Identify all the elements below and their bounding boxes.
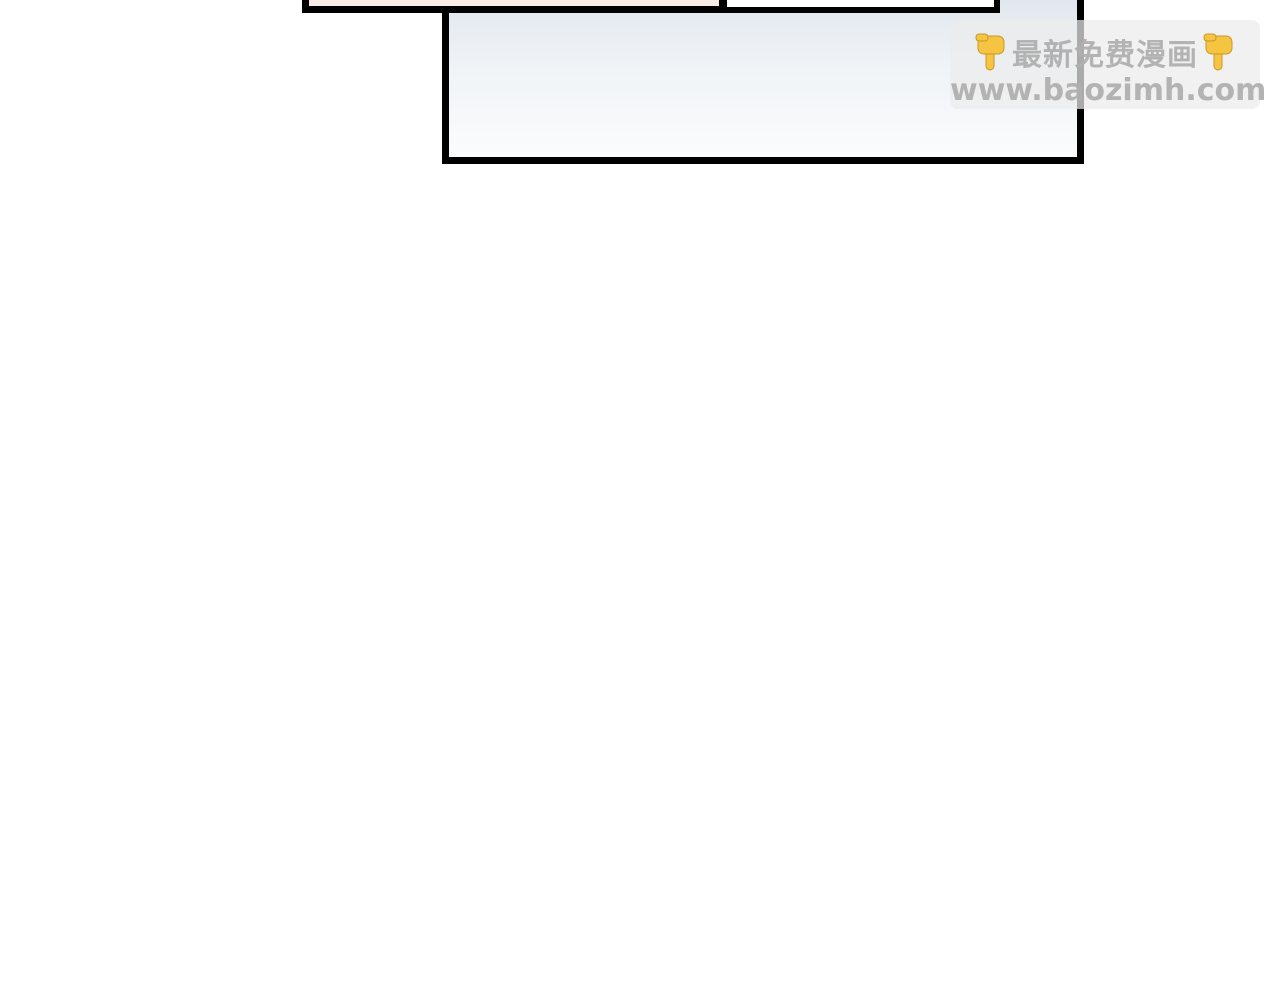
comic-panel-white bbox=[722, 0, 1000, 13]
watermark-title: 最新免费漫画 bbox=[1012, 38, 1198, 73]
comic-panel-peach bbox=[302, 0, 726, 13]
pointing-down-hand-icon bbox=[975, 33, 1005, 71]
watermark-badge[interactable]: 最新免费漫画 www.baozimh.com bbox=[950, 20, 1267, 109]
watermark-url[interactable]: www.baozimh.com bbox=[950, 73, 1267, 108]
pointing-down-hand-icon bbox=[1203, 33, 1233, 71]
watermark-title-row: 最新免费漫画 bbox=[950, 30, 1260, 74]
